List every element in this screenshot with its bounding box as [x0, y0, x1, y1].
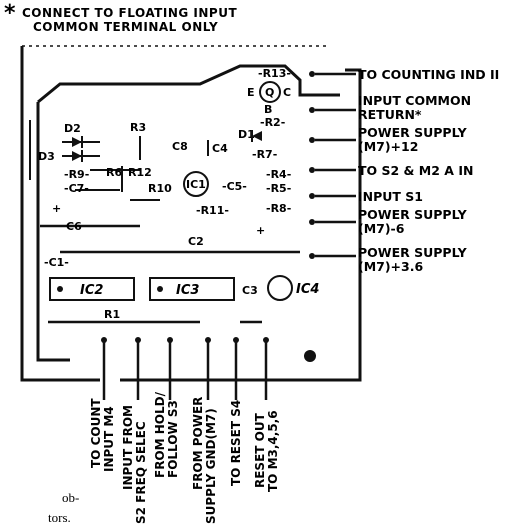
r2-label: -R2- — [260, 116, 285, 129]
svg-text:SUPPLY GND(M7): SUPPLY GND(M7) — [204, 408, 218, 524]
connection-note: * CONNECT TO FLOATING INPUT COMMON TERMI… — [4, 1, 237, 34]
label-ps-plus36-2: (M7)+3.6 — [358, 259, 423, 274]
text-fragment-1: ob- — [62, 490, 79, 505]
svg-text:FROM HOLD/: FROM HOLD/ — [153, 391, 167, 478]
svg-text:TO M3,4,5,6: TO M3,4,5,6 — [266, 410, 280, 492]
label-s2-m2: TO S2 & M2 A IN — [358, 163, 473, 178]
r3-label: R3 — [130, 121, 146, 134]
svg-text:IC2: IC2 — [80, 283, 103, 298]
svg-text:Q: Q — [265, 86, 274, 99]
svg-text:D1: D1 — [238, 128, 255, 141]
pin-ps-plus36: POWER SUPPLY (M7)+3.6 — [309, 245, 468, 274]
pin-s2-m2: TO S2 & M2 A IN — [309, 163, 473, 178]
transistor-q: E Q C B — [247, 81, 291, 116]
diode-d2: D2 — [62, 122, 100, 148]
r5-label: -R5- — [266, 182, 291, 195]
diode-d3: D3 — [38, 150, 100, 163]
pin-reset-out: RESET OUT TO M3,4,5,6 — [253, 337, 280, 492]
label-ps-plus12-2: (M7)+12 — [358, 139, 418, 154]
pin-ps-plus12: POWER SUPPLY (M7)+12 — [309, 125, 468, 154]
svg-text:FROM POWER: FROM POWER — [191, 397, 205, 490]
ic4: IC4 — [267, 275, 319, 301]
ic1: IC1 — [183, 171, 209, 197]
pin-ps-minus6: POWER SUPPLY (M7)-6 — [309, 207, 468, 236]
note-line-1: CONNECT TO FLOATING INPUT — [22, 6, 237, 20]
c7-label: -C7- — [64, 182, 89, 195]
svg-text:B: B — [264, 103, 272, 116]
components: E Q C B -R13- -R2- -R7- -R4- -R5- -R8- D… — [38, 67, 319, 321]
r1-label: R1 — [104, 308, 120, 321]
svg-text:IC4: IC4 — [296, 282, 319, 297]
label-ps-plus12-1: POWER SUPPLY — [358, 125, 468, 140]
pin-counting-ind: TO COUNTING IND II — [309, 67, 499, 82]
pin-count-input-m4: TO COUNT INPUT M4 — [89, 337, 116, 472]
label-counting-ind: TO COUNTING IND II — [358, 67, 499, 82]
svg-text:IC1: IC1 — [186, 178, 206, 191]
svg-text:+: + — [256, 224, 265, 237]
note-line-2: COMMON TERMINAL ONLY — [33, 20, 218, 34]
svg-text:FOLLOW S3: FOLLOW S3 — [166, 400, 180, 478]
r10-label: R10 — [148, 182, 172, 195]
pin-s2-freq-selec: INPUT FROM S2 FREQ SELEC — [121, 337, 148, 524]
svg-text:S2 FREQ SELEC: S2 FREQ SELEC — [134, 421, 148, 524]
c3-label: C3 — [242, 284, 258, 297]
pin-input-common: INPUT COMMON RETURN* — [309, 93, 471, 122]
svg-text:TO RESET S4: TO RESET S4 — [229, 400, 243, 486]
r6-label: R6 — [106, 166, 122, 179]
c8-label: C8 — [172, 140, 188, 153]
c1-label: -C1- — [44, 256, 69, 269]
pin-power-supply-gnd: FROM POWER SUPPLY GND(M7) — [191, 337, 218, 524]
label-ps-plus36-1: POWER SUPPLY — [358, 245, 468, 260]
r12-label: R12 — [128, 166, 152, 179]
bottom-connections: TO COUNT INPUT M4 INPUT FROM S2 FREQ SEL… — [89, 337, 280, 524]
r8-label: -R8- — [266, 202, 291, 215]
c5-label: -C5- — [222, 180, 247, 193]
c6-label: C6 — [66, 220, 82, 233]
r4-label: -R4- — [266, 168, 291, 181]
c4-label: C4 — [212, 142, 228, 155]
diode-d1: D1 — [238, 128, 262, 142]
circuit-board — [20, 45, 362, 382]
label-input-s1: INPUT S1 — [358, 189, 423, 204]
right-connections: TO COUNTING IND II INPUT COMMON RETURN* … — [309, 67, 499, 274]
pin-reset-s4: TO RESET S4 — [229, 337, 243, 486]
c2-label: C2 — [188, 235, 204, 248]
label-ps-minus6-2: (M7)-6 — [358, 221, 405, 236]
svg-text:D2: D2 — [64, 122, 81, 135]
svg-text:E: E — [247, 86, 255, 99]
r7-label: -R7- — [252, 148, 277, 161]
pin-hold-follow-s3: FROM HOLD/ FOLLOW S3 — [153, 337, 180, 478]
svg-text:TO COUNT: TO COUNT — [89, 398, 103, 468]
r11-label: -R11- — [196, 204, 229, 217]
ic2-chip: IC2 — [49, 277, 135, 301]
svg-text:INPUT M4: INPUT M4 — [102, 406, 116, 472]
text-fragment-2: tors. — [48, 510, 71, 525]
svg-text:D3: D3 — [38, 150, 55, 163]
svg-text:RESET OUT: RESET OUT — [253, 412, 267, 488]
r13-label: -R13- — [258, 67, 291, 80]
svg-text:C: C — [283, 86, 291, 99]
svg-text:IC3: IC3 — [176, 283, 199, 298]
label-input-common-2: RETURN* — [358, 107, 422, 122]
asterisk-icon: * — [4, 1, 16, 26]
svg-text:+: + — [52, 202, 61, 215]
r9-label: -R9- — [64, 168, 89, 181]
label-ps-minus6-1: POWER SUPPLY — [358, 207, 468, 222]
svg-text:INPUT FROM: INPUT FROM — [121, 405, 135, 490]
label-input-common-1: INPUT COMMON — [358, 93, 471, 108]
ic3-chip: IC3 — [149, 277, 235, 301]
pin-input-s1: INPUT S1 — [309, 189, 423, 204]
